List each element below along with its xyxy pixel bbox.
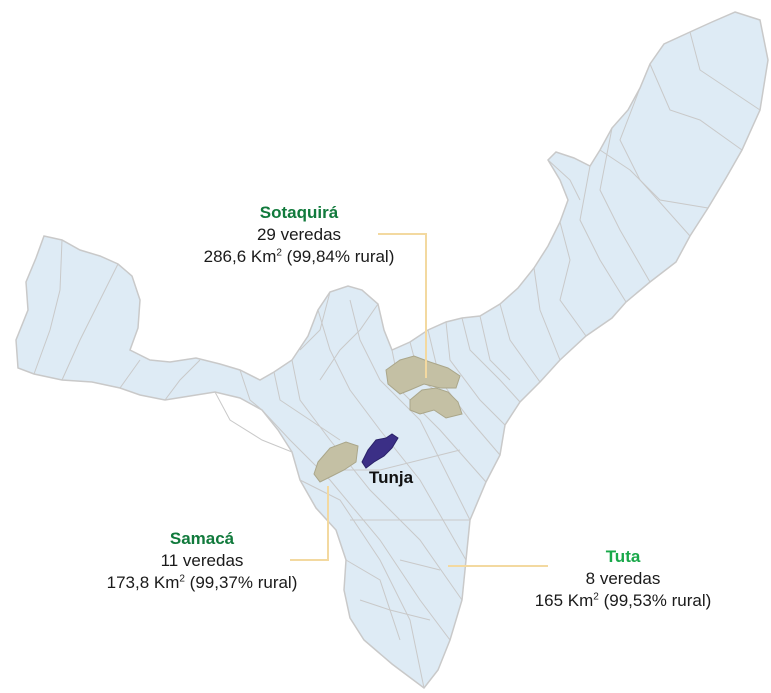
sotaquira-region — [385, 355, 461, 395]
tuta-label: Tuta 8 veredas 165 Km2 (99,53% rural) — [498, 546, 748, 612]
sotaquira-label: Sotaquirá 29 veredas 286,6 Km2 (99,84% r… — [170, 202, 428, 268]
tuta-veredas: 8 veredas — [585, 569, 661, 588]
tunja-region — [361, 433, 399, 469]
samaca-region — [313, 441, 359, 483]
tuta-area: 165 Km — [534, 591, 594, 610]
sotaquira-leader-line — [378, 233, 427, 378]
tuta-area-line: 165 Km2 (99,53% rural) — [498, 590, 748, 612]
tunja-label: Tunja — [369, 468, 414, 487]
samaca-name: Samacá — [169, 529, 235, 548]
samaca-area-sup: 2 — [179, 573, 185, 585]
tuta-rural: (99,53% rural) — [598, 591, 712, 610]
samaca-rural: (99,37% rural) — [184, 573, 298, 592]
leader-lines — [290, 233, 548, 567]
sotaquira-veredas: 29 veredas — [256, 225, 342, 244]
samaca-area: 173,8 Km — [106, 573, 180, 592]
samaca-label: Samacá 11 veredas 173,8 Km2 (99,37% rura… — [72, 528, 332, 594]
sotaquira-area-line: 286,6 Km2 (99,84% rural) — [170, 246, 428, 268]
sotaquira-name: Sotaquirá — [259, 203, 339, 222]
sotaquira-area: 286,6 Km — [203, 247, 277, 266]
tuta-area-sup: 2 — [593, 591, 599, 603]
sotaquira-rural: (99,84% rural) — [281, 247, 395, 266]
samaca-veredas: 11 veredas — [160, 551, 244, 570]
samaca-leader-line — [290, 486, 329, 561]
sotaquira-area-sup: 2 — [276, 247, 282, 259]
tuta-region — [409, 387, 463, 419]
samaca-area-line: 173,8 Km2 (99,37% rural) — [72, 572, 332, 594]
tuta-name: Tuta — [605, 547, 641, 566]
